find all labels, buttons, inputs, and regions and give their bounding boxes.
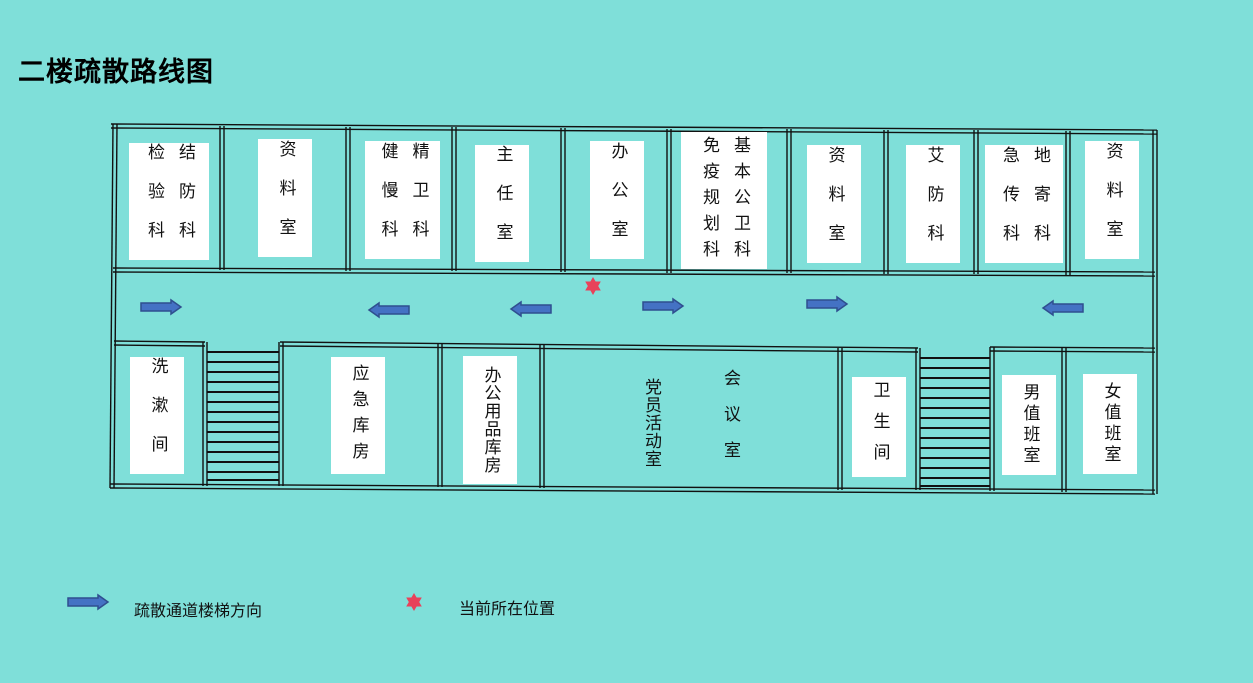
room-aifang-label: 艾防科 — [906, 145, 960, 263]
room-nvzhiban-label: 女值班室 — [1083, 374, 1137, 474]
room-nanzhiban-label: 男值班室 — [1002, 375, 1056, 475]
room-weisheng-text: 卫生间 — [869, 380, 890, 474]
room-jingwei-col-2: 健慢科 — [377, 141, 398, 259]
room-jiwei-col-2: 免疫规划科 — [699, 135, 719, 266]
room-bangong-text: 办公室 — [607, 141, 628, 259]
room-ziliao-1-label: 资料室 — [258, 139, 312, 257]
room-zhuren-text: 主任室 — [492, 145, 513, 262]
room-jieheke-col-1: 结防科 — [175, 143, 195, 260]
stairs-right — [920, 357, 990, 487]
evac-arrow-2 — [368, 302, 410, 318]
legend-arrow-icon — [67, 594, 109, 610]
room-bangongyongpin-label: 办公用品库房 — [463, 356, 517, 484]
room-ziliao-1-text: 资料室 — [275, 139, 296, 257]
room-jieheke-col-2: 检验科 — [144, 143, 164, 260]
room-yingji-text: 应急库房 — [348, 363, 369, 468]
evac-arrow-6 — [1042, 300, 1084, 316]
room-jingwei-col-1: 精卫科 — [408, 141, 429, 259]
room-ziliao-2-text: 资料室 — [824, 145, 845, 263]
room-zhuren-label: 主任室 — [475, 145, 529, 262]
legend-star-label: 当前所在位置 — [459, 599, 556, 618]
room-jingwei-label: 精卫科 健慢科 — [365, 141, 440, 259]
room-ziliao-3-label: 资料室 — [1085, 141, 1139, 259]
evac-arrow-1 — [140, 299, 182, 315]
stairs-left — [207, 351, 279, 481]
room-diji-col-2: 急传科 — [999, 145, 1019, 263]
room-yingji-label: 应急库房 — [331, 357, 385, 474]
room-ziliao-3-text: 资料室 — [1102, 141, 1123, 259]
current-position-star — [585, 277, 601, 295]
room-jieheke-label: 结防科 检验科 — [129, 143, 209, 260]
legend-arrow-label: 疏散通道楼梯方向 — [134, 601, 263, 620]
legend-star-icon — [406, 593, 422, 611]
room-huiyi-col-2: 会议室 — [720, 369, 740, 477]
room-jiwei-label: 基本公卫科 免疫规划科 — [681, 132, 767, 269]
room-bangongyongpin-text: 办公用品库房 — [480, 366, 501, 474]
room-huiyi-label: 会议室 党员活动室 — [600, 368, 780, 478]
evac-arrow-3 — [510, 301, 552, 317]
room-nvzhiban-text: 女值班室 — [1100, 382, 1121, 466]
room-nanzhiban-text: 男值班室 — [1019, 383, 1040, 467]
room-huiyi-col-1: 党员活动室 — [641, 378, 661, 468]
room-aifang-text: 艾防科 — [923, 145, 944, 263]
page-title: 二楼疏散路线图 — [18, 57, 214, 88]
room-xishu-label: 洗漱间 — [130, 357, 184, 474]
room-diji-col-1: 地寄科 — [1030, 145, 1050, 263]
evac-arrow-5 — [806, 296, 848, 312]
evac-arrow-4 — [642, 298, 684, 314]
room-ziliao-2-label: 资料室 — [807, 145, 861, 263]
room-xishu-text: 洗漱间 — [147, 357, 168, 474]
room-diji-label: 地寄科 急传科 — [985, 145, 1063, 263]
room-jiwei-col-1: 基本公卫科 — [730, 135, 750, 266]
room-bangong-label: 办公室 — [590, 141, 644, 259]
room-weisheng-label: 卫生间 — [852, 377, 906, 477]
